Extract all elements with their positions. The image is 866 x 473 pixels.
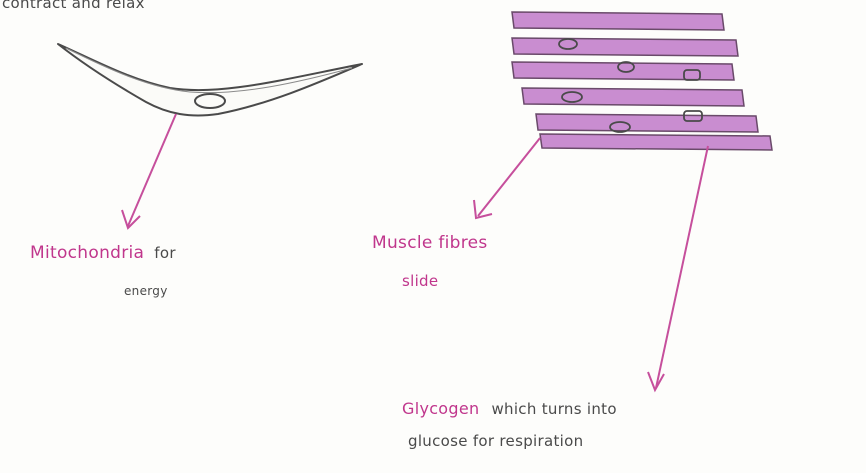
label-glycogen: Glycogen which turns into bbox=[402, 399, 617, 418]
label-mitochondria-line2: energy bbox=[124, 284, 168, 298]
arrow-mitochondria bbox=[122, 114, 176, 228]
muscle-fibre bbox=[512, 12, 724, 30]
arrow-muscle-fibres bbox=[474, 138, 540, 218]
arrow-glycogen bbox=[648, 146, 708, 390]
muscle-fibre bbox=[522, 88, 744, 106]
muscle-fibre bbox=[512, 38, 738, 56]
label-mitochondria-keyword: Mitochondria bbox=[30, 243, 144, 263]
label-mitochondria: Mitochondria for bbox=[30, 243, 176, 263]
label-glycogen-rest: which turns into bbox=[491, 400, 616, 418]
label-glycogen-line2: glucose for respiration bbox=[408, 432, 583, 450]
label-mitochondria-rest: for bbox=[154, 244, 176, 262]
muscle-fibre bbox=[536, 114, 758, 132]
label-muscle-fibres: Muscle fibres bbox=[372, 233, 488, 253]
smooth-muscle-cell-outline bbox=[58, 44, 362, 116]
smooth-muscle-cell bbox=[58, 44, 362, 116]
muscle-fibres bbox=[512, 12, 772, 150]
muscle-fibre bbox=[540, 134, 772, 150]
label-glycogen-keyword: Glycogen bbox=[402, 399, 479, 418]
label-muscle-fibres-line2: slide bbox=[402, 272, 438, 290]
